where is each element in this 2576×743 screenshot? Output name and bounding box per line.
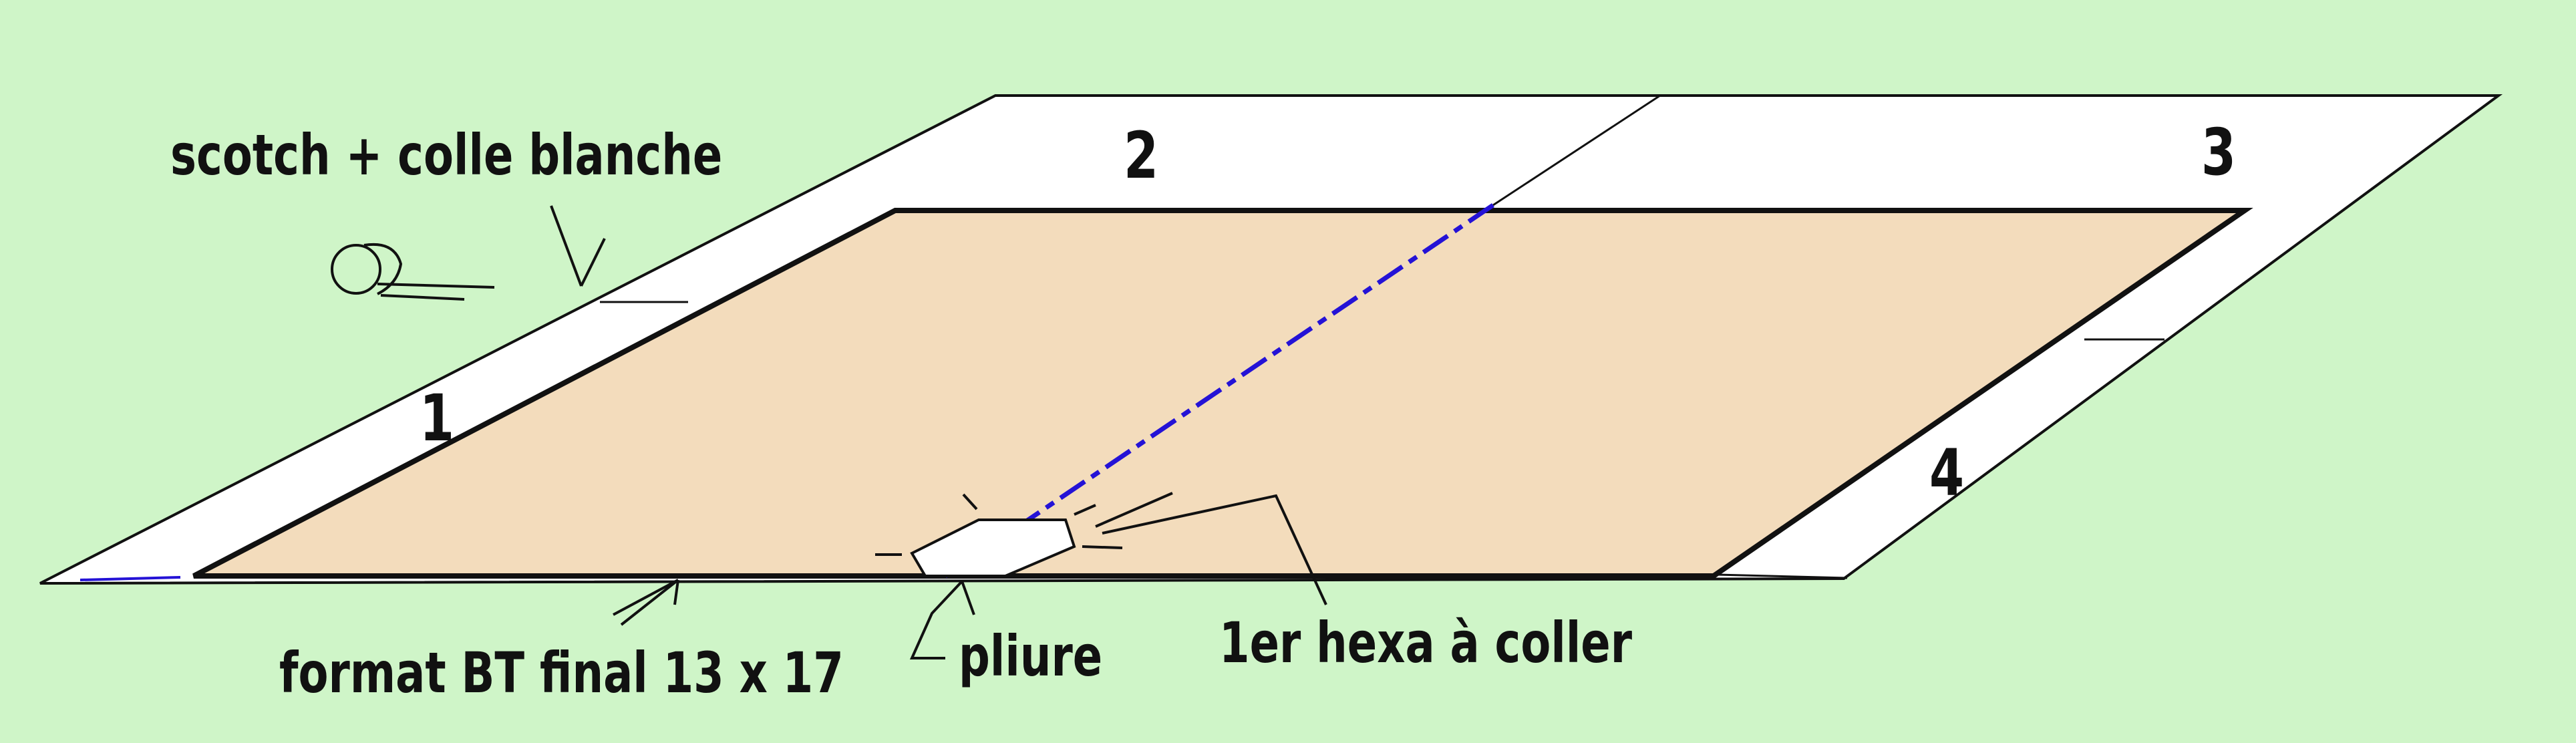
format-arrow bbox=[613, 579, 679, 626]
tape-arrow bbox=[550, 205, 606, 287]
panel-number-4: 4 bbox=[1929, 436, 1965, 510]
fold-line bbox=[944, 203, 1494, 578]
hexagon-callout bbox=[1102, 494, 1327, 605]
label-fold: pliure bbox=[959, 623, 1103, 689]
label-tape-glue: scotch + colle blanche bbox=[170, 122, 723, 188]
panel-number-2: 2 bbox=[1124, 118, 1159, 193]
panel-number-3: 3 bbox=[2201, 115, 2237, 190]
panel-divider-top bbox=[1492, 94, 1661, 206]
label-final-format: format BT final 13 x 17 bbox=[279, 640, 844, 706]
tape-roll-icon bbox=[331, 243, 495, 301]
edge-tick-bottom-right bbox=[1716, 573, 1848, 579]
fold-arrow bbox=[909, 580, 975, 659]
panel-number-1: 1 bbox=[420, 381, 455, 456]
hexagon-sparks bbox=[875, 492, 1173, 556]
label-first-hex: 1er hexa à coller bbox=[1219, 610, 1633, 676]
blue-edge-mark bbox=[79, 576, 181, 581]
hexagon-icon bbox=[910, 518, 1076, 577]
